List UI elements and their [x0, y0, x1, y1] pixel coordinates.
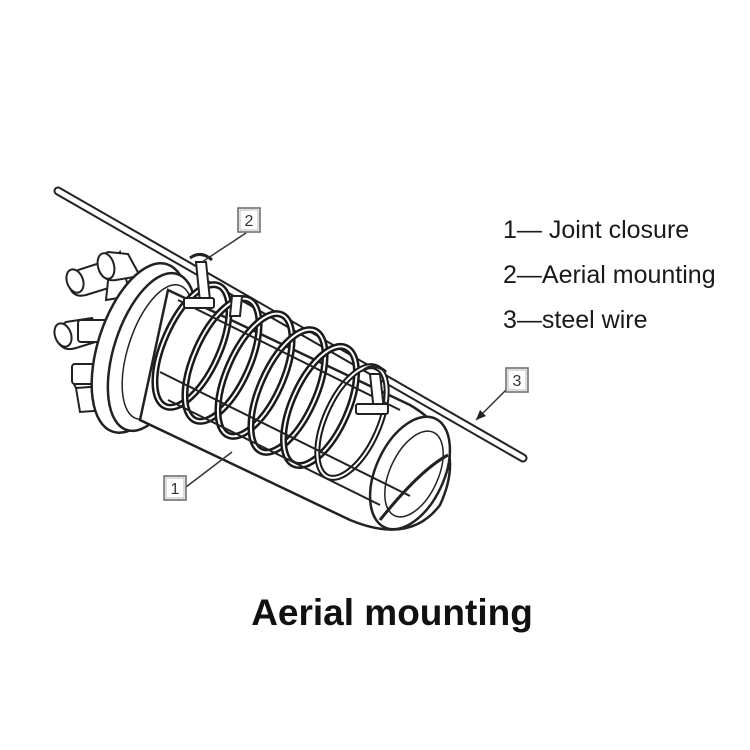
clamp-bands [151, 281, 390, 481]
legend-item-aerial-mounting: 2—Aerial mounting [503, 261, 716, 289]
callout-1: 1 [163, 451, 233, 501]
callout-1-number: 1 [171, 481, 180, 498]
diagram-caption: Aerial mounting [251, 592, 533, 633]
legend-item-steel-wire: 3—steel wire [503, 306, 648, 334]
legend: 1— Joint closure 2—Aerial mounting 3—ste… [503, 208, 716, 343]
legend-item-joint-closure: 1— Joint closure [503, 216, 690, 244]
callout-3-number: 3 [513, 373, 522, 390]
callout-3: 3 [475, 367, 529, 421]
callout-2: 2 [201, 207, 261, 263]
cage-straps [159, 299, 411, 506]
callout-2-number: 2 [245, 213, 254, 230]
